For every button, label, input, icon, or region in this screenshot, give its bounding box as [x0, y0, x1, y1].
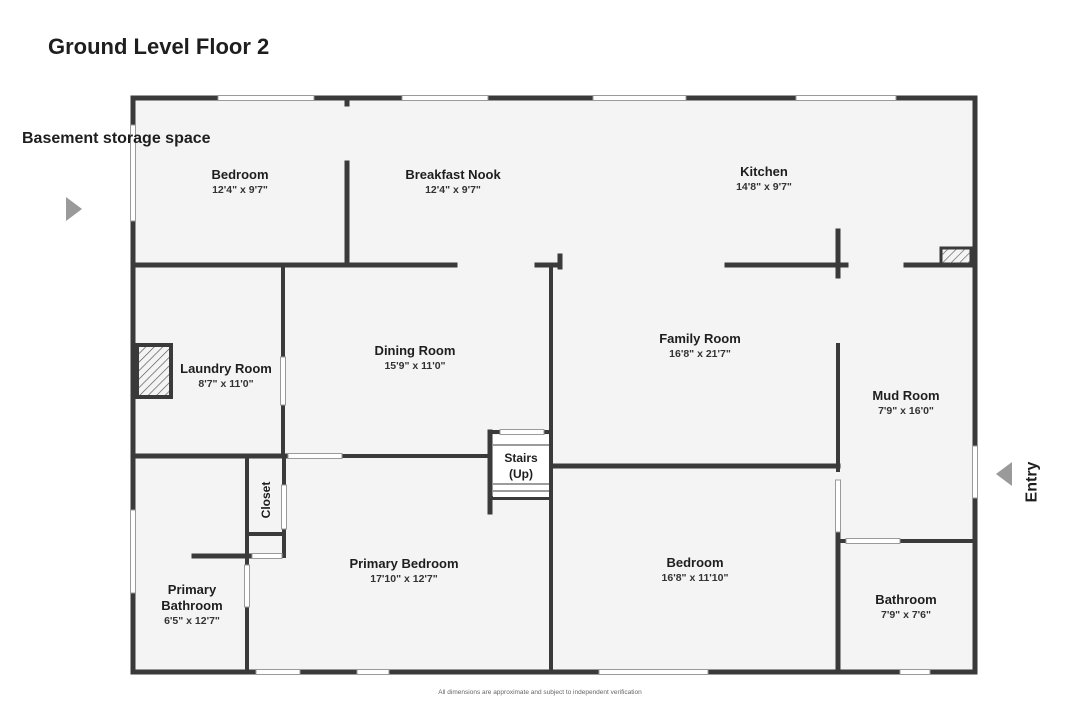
room-dimensions: 16'8" x 11'10"	[661, 572, 729, 584]
window	[217, 95, 315, 101]
window	[972, 445, 978, 499]
room-dimensions: 8'7" x 11'0"	[198, 378, 254, 390]
plan-title: Ground Level Floor 2	[48, 34, 270, 59]
room-dimensions: 12'4" x 9'7"	[212, 184, 268, 196]
room-dimensions: 15'9" x 11'0"	[384, 360, 446, 372]
room-mud: Mud Room 7'9" x 16'0"	[872, 388, 939, 418]
room-name: Bathroom	[875, 592, 937, 607]
window	[255, 669, 301, 675]
exterior-wall	[130, 95, 978, 675]
room-kitchen: Kitchen 14'8" x 9'7"	[736, 164, 792, 194]
door-opening	[845, 538, 901, 544]
window	[356, 669, 390, 675]
room-dimensions: 17'10" x 12'7"	[370, 573, 438, 585]
window	[899, 669, 931, 675]
room-breakfast-nook: Breakfast Nook 12'4" x 9'7"	[405, 167, 500, 197]
entry-label: Entry	[1014, 461, 1050, 503]
window	[130, 509, 136, 594]
room-primary-bathroom: Primary Bathroom 6'5" x 12'7"	[152, 582, 232, 628]
door-opening	[281, 484, 287, 530]
room-name: Breakfast Nook	[405, 167, 501, 182]
floor-area	[133, 98, 975, 672]
room-name: Mud Room	[872, 388, 940, 403]
windows	[130, 95, 978, 675]
room-name: Primary Bathroom	[161, 582, 223, 613]
room-name: Primary Bedroom	[349, 556, 459, 571]
room-name: Dining Room	[374, 343, 456, 358]
entry-arrow-icon	[996, 462, 1012, 486]
door-opening	[244, 564, 250, 608]
basement-label: Basement storage space	[22, 130, 211, 147]
window	[598, 669, 709, 675]
stairs-label-line1: Stairs	[504, 451, 538, 465]
kitchen-hatch	[939, 246, 973, 267]
stair-treads	[493, 435, 549, 497]
door-opening	[251, 553, 283, 559]
room-bathroom: Bathroom 7'9" x 7'6"	[875, 592, 936, 622]
window	[401, 95, 489, 101]
room-name: Bedroom	[666, 555, 724, 570]
laundry-chute-hatch	[135, 343, 173, 399]
room-dimensions: 7'9" x 16'0"	[878, 405, 934, 417]
door-opening	[835, 479, 841, 533]
door-opening	[280, 356, 286, 406]
stairs-label: Stairs (Up)	[504, 450, 537, 482]
basement-arrow-icon	[66, 197, 82, 221]
stairs-label-line2: (Up)	[508, 467, 533, 481]
disclaimer: All dimensions are approximate and subje…	[438, 689, 642, 696]
room-dimensions: 6'5" x 12'7"	[164, 615, 220, 627]
room-dining: Dining Room 15'9" x 11'0"	[375, 343, 456, 373]
window	[795, 95, 897, 101]
door-opening	[499, 429, 545, 435]
closet-label: Closet	[259, 481, 273, 519]
room-dimensions: 16'8" x 21'7"	[669, 348, 731, 360]
room-bedroom-top: Bedroom 12'4" x 9'7"	[211, 167, 268, 197]
room-dimensions: 7'9" x 7'6"	[881, 609, 931, 621]
room-laundry: Laundry Room 8'7" x 11'0"	[180, 361, 272, 391]
room-name: Bedroom	[211, 167, 269, 182]
room-dimensions: 14'8" x 9'7"	[736, 181, 792, 193]
window	[130, 124, 136, 222]
room-name: Family Room	[659, 331, 741, 346]
room-primary-bedroom: Primary Bedroom 17'10" x 12'7"	[349, 556, 458, 586]
entry-label-text: Entry	[1023, 461, 1041, 503]
room-bedroom-bottom: Bedroom 16'8" x 11'10"	[662, 555, 729, 585]
door-opening	[287, 453, 343, 459]
room-name: Kitchen	[740, 164, 788, 179]
room-name: Laundry Room	[180, 361, 272, 376]
room-dimensions: 12'4" x 9'7"	[425, 184, 481, 196]
room-family: Family Room 16'8" x 21'7"	[659, 331, 741, 361]
window	[592, 95, 687, 101]
